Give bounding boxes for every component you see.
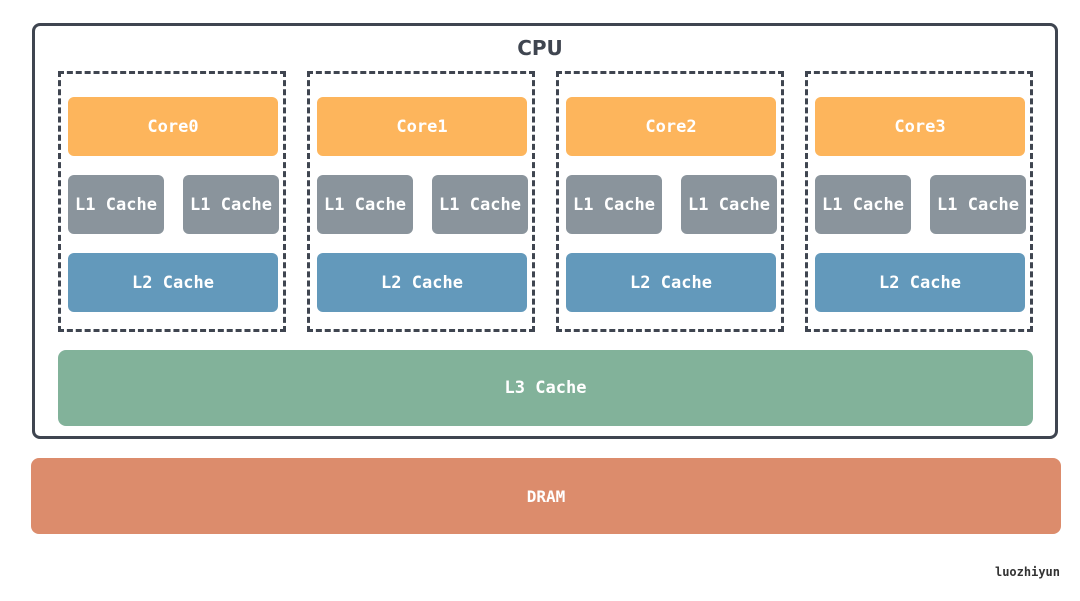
- core-2-l1-cache-a: L1 Cache: [566, 175, 662, 234]
- core-0-l1-cache-a: L1 Cache: [68, 175, 164, 234]
- core-1-l1-cache-b: L1 Cache: [432, 175, 528, 234]
- core-1-l1-cache-a: L1 Cache: [317, 175, 413, 234]
- cpu-title: CPU: [517, 36, 563, 60]
- core-1-l2-cache: L2 Cache: [317, 253, 527, 312]
- core-2-l2-cache: L2 Cache: [566, 253, 776, 312]
- core-3-l2-cache: L2 Cache: [815, 253, 1025, 312]
- core-0-l1-cache-b: L1 Cache: [183, 175, 279, 234]
- l3-cache: L3 Cache: [58, 350, 1033, 426]
- core-1-box: Core1: [317, 97, 527, 156]
- core-3-box: Core3: [815, 97, 1025, 156]
- dram: DRAM: [31, 458, 1061, 534]
- core-group-2: Core2 L1 Cache L1 Cache L2 Cache: [556, 71, 784, 332]
- core-group-1: Core1 L1 Cache L1 Cache L2 Cache: [307, 71, 535, 332]
- core-0-box: Core0: [68, 97, 278, 156]
- author-watermark: luozhiyun: [994, 565, 1060, 579]
- core-3-l1-cache-b: L1 Cache: [930, 175, 1026, 234]
- core-0-l2-cache: L2 Cache: [68, 253, 278, 312]
- core-2-box: Core2: [566, 97, 776, 156]
- core-group-3: Core3 L1 Cache L1 Cache L2 Cache: [805, 71, 1033, 332]
- core-3-l1-cache-a: L1 Cache: [815, 175, 911, 234]
- core-group-0: Core0 L1 Cache L1 Cache L2 Cache: [58, 71, 286, 332]
- core-2-l1-cache-b: L1 Cache: [681, 175, 777, 234]
